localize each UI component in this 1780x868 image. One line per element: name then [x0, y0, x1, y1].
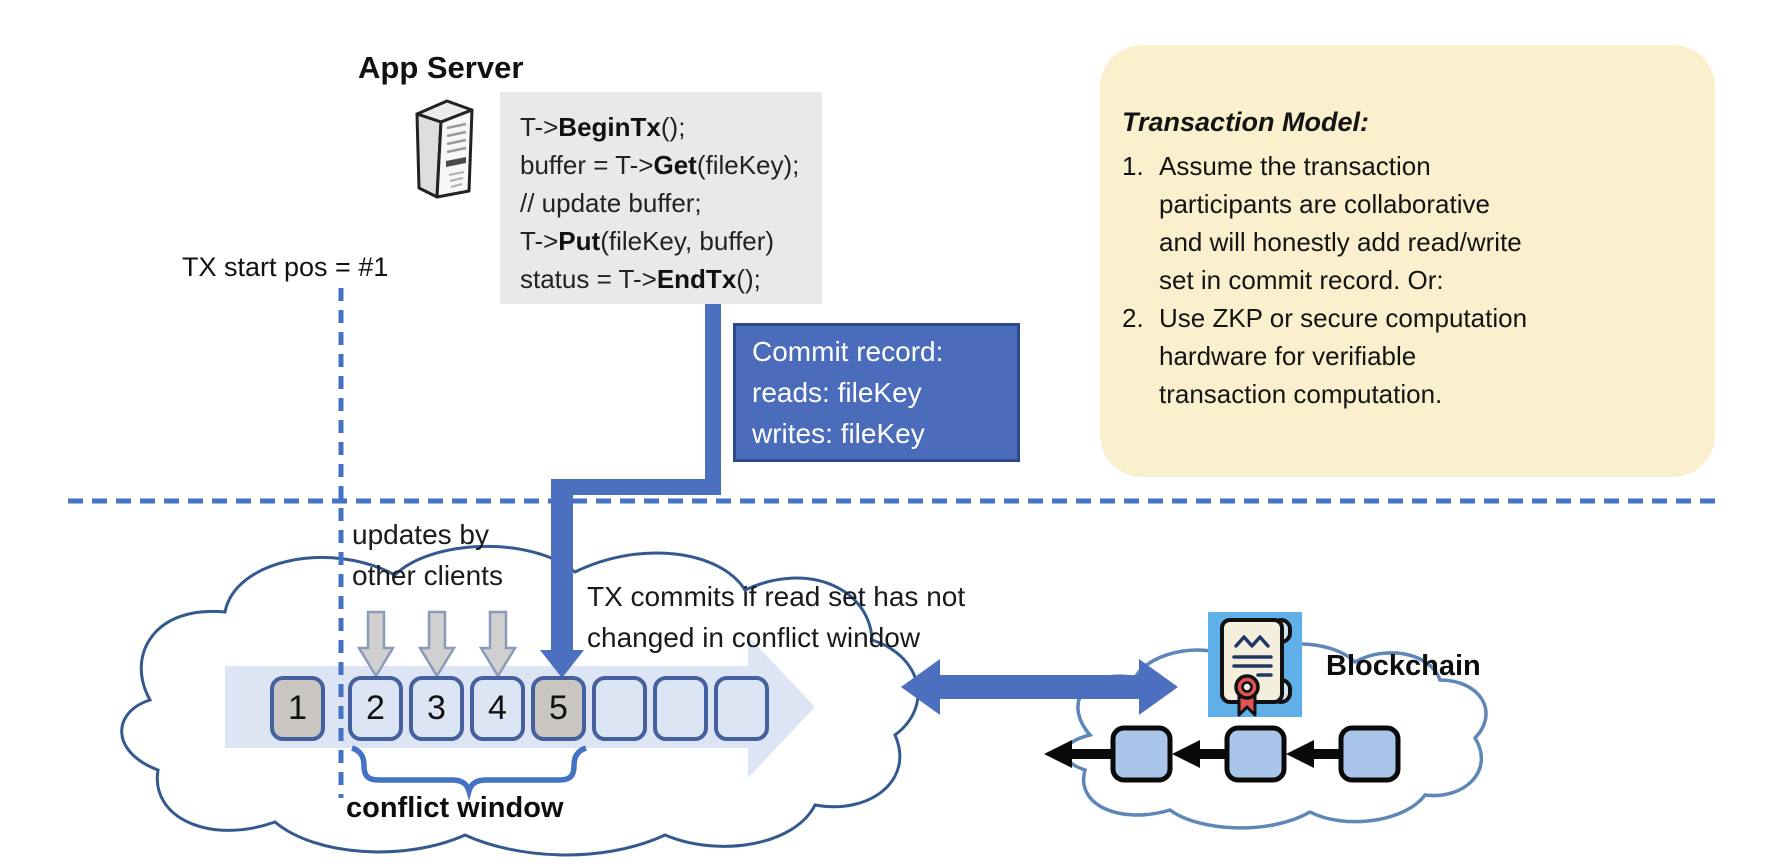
ledger-slot-2: 2	[348, 676, 403, 741]
ledger-slot-4: 4	[470, 676, 525, 741]
sync-double-arrow	[901, 659, 1178, 715]
chain-link-arrow-1	[1044, 740, 1113, 768]
code-line: T->Put(fileKey, buffer)	[520, 226, 775, 256]
update-arrow-1	[356, 610, 396, 679]
update-arrow-2	[417, 610, 457, 679]
updates-by-other-clients-label: updates by other clients	[352, 519, 503, 591]
note-title: Transaction Model:	[1122, 107, 1370, 137]
tx-commits-condition-label: TX commits if read set has not changed i…	[587, 581, 966, 653]
code-line: status = T->EndTx();	[520, 264, 761, 294]
chain-block-2	[1224, 725, 1287, 783]
certificate-icon	[1208, 612, 1302, 717]
update-arrow-3	[478, 610, 518, 679]
ledger-slot-6	[592, 676, 647, 741]
chain-link-arrow-3	[1286, 740, 1341, 768]
note-item-number: 1.	[1122, 151, 1144, 181]
conflict-window-brace	[350, 745, 588, 801]
app-server-title: App Server	[358, 50, 524, 85]
conflict-window-label: conflict window	[346, 792, 564, 824]
transaction-model-note: Transaction Model: 1. Assume the transac…	[1100, 45, 1715, 477]
transaction-code-block: T->BeginTx(); buffer = T->Get(fileKey); …	[500, 92, 822, 304]
code-line: // update buffer;	[520, 188, 702, 218]
server-icon	[415, 99, 474, 199]
ledger-slot-1: 1	[270, 676, 325, 741]
commit-record-box: Commit record: reads: fileKey writes: fi…	[733, 323, 1020, 462]
ledger-slot-5: 5	[531, 676, 586, 741]
commit-record-line: reads: fileKey	[752, 377, 922, 408]
code-line: T->BeginTx();	[520, 112, 686, 142]
chain-block-3	[1338, 725, 1401, 783]
ledger-slot-7	[653, 676, 708, 741]
code-line: buffer = T->Get(fileKey);	[520, 150, 800, 180]
tx-start-pos-label: TX start pos = #1	[182, 252, 389, 282]
chain-block-1	[1110, 725, 1173, 783]
note-item-2: 2. Use ZKP or secure computation hardwar…	[1122, 299, 1695, 413]
commit-flow-arrow	[540, 296, 721, 678]
ledger-slot-8	[714, 676, 769, 741]
commit-record-line: writes: fileKey	[752, 418, 925, 449]
ledger-slot-3: 3	[409, 676, 464, 741]
blockchain-label: Blockchain	[1326, 650, 1481, 682]
commit-record-line: Commit record:	[752, 336, 944, 367]
chain-link-arrow-2	[1172, 740, 1227, 768]
note-item-1: 1. Assume the transaction participants a…	[1122, 147, 1695, 299]
note-item-number: 2.	[1122, 303, 1144, 333]
